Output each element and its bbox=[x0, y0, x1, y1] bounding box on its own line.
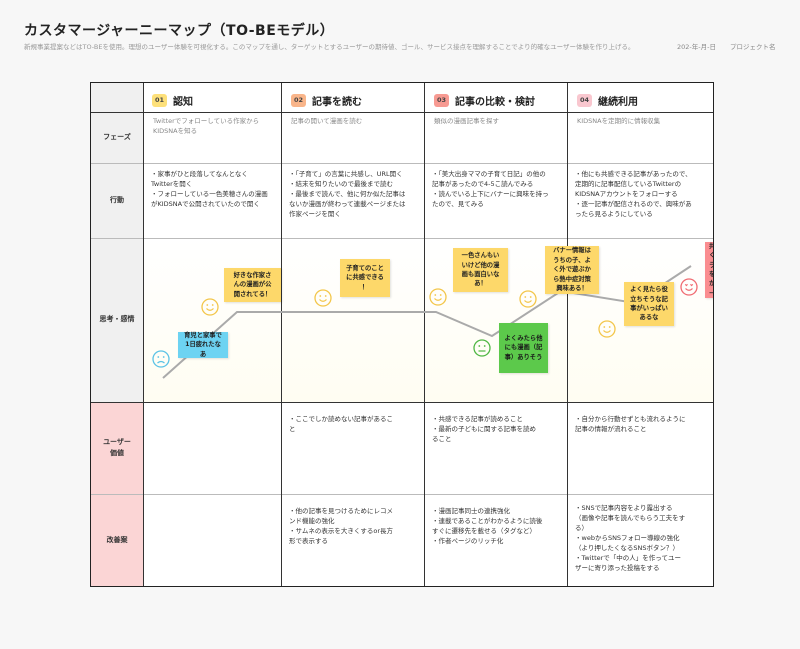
divider-line bbox=[91, 163, 713, 164]
emotion-note: 一色さんもい いけど他の漫 画も面白いな あ！ bbox=[453, 248, 508, 292]
phase-description: 類似の漫画記事を探す bbox=[434, 117, 499, 125]
page-title: カスタマージャーニーマップ（TO-BEモデル） bbox=[24, 23, 335, 39]
phase-description: 記事の開いて漫画を読む bbox=[291, 117, 363, 125]
phase-header-3: 03 記事の比較・検討 bbox=[434, 93, 535, 108]
journey-map-board: フェーズ 行動 思考・感情 ユーザー 価値 改善案 01 認知 02 記事を読む… bbox=[90, 82, 714, 587]
emotion-note: バナー情報は うちの子、よ く外で遊ぶか ら熱中症対策 興味ある！ bbox=[545, 246, 599, 294]
phase-number-badge: 03 bbox=[434, 94, 449, 107]
phase-header-1: 01 認知 bbox=[152, 93, 193, 108]
phase-name: 継続利用 bbox=[598, 97, 638, 108]
phase-number-badge: 02 bbox=[291, 94, 306, 107]
row-label-action: 行動 bbox=[91, 163, 143, 238]
value-cell: ・共感できる記事が読めること・最新の子どもに関する記事を読めること bbox=[432, 415, 536, 444]
emotion-area-background bbox=[143, 238, 713, 402]
emotion-note: 子育てのこと に共感できる ！ bbox=[340, 259, 390, 297]
heart-eyes-face-icon bbox=[680, 278, 698, 296]
divider-line bbox=[91, 494, 713, 495]
row-label-phase: フェーズ bbox=[91, 113, 143, 163]
column-divider bbox=[143, 83, 145, 586]
phase-description: KIDSNAを定期的に情報収集 bbox=[577, 117, 661, 125]
project-name-label: プロジェクト名 bbox=[730, 43, 776, 51]
improvement-cell: ・漫画記事同士の連携強化・連載であることがわかるように読後すぐに遷移先を載せる（… bbox=[432, 507, 543, 546]
action-cell: ・「子育て」の言葉に共感し、URL開く・結末を知りたいので最後まで読む・最後まで… bbox=[289, 170, 406, 219]
phase-name: 記事の比較・検討 bbox=[455, 97, 535, 108]
action-cell: ・「美大出身ママの子育て日記」の他の記事があったので4-5こ読んでみる・読んでい… bbox=[432, 170, 549, 209]
page-subtitle: 新規事業提案などはTO-BEを使用。理想のユーザー体験を可視化する。このマップを… bbox=[24, 43, 635, 51]
smile-face-icon bbox=[429, 288, 447, 306]
phase-number-badge: 01 bbox=[152, 94, 167, 107]
phase-name: 記事を読む bbox=[312, 97, 362, 108]
column-divider bbox=[424, 83, 426, 586]
row-label-emotion: 思考・感情 bbox=[91, 238, 143, 402]
row-label-value: ユーザー 価値 bbox=[91, 402, 143, 494]
smile-face-icon bbox=[519, 290, 537, 308]
improvement-cell: ・他の記事を見つけるためにレコメンド機能の強化・サムネの表示を大きくするor長方… bbox=[289, 507, 394, 546]
column-divider bbox=[281, 83, 283, 586]
phase-name: 認知 bbox=[173, 97, 193, 108]
column-divider bbox=[567, 83, 569, 586]
divider-line bbox=[91, 402, 713, 404]
divider-line bbox=[91, 112, 713, 114]
row-label-phase-header bbox=[91, 83, 143, 113]
emotion-note: 共感できる記事がた くさんある！タイム ラインで就業に情報 を得ることができる … bbox=[705, 242, 713, 298]
value-cell: ・ここでしか読めない記事があること bbox=[289, 415, 393, 434]
divider-line bbox=[91, 238, 713, 239]
phase-header-2: 02 記事を読む bbox=[291, 93, 362, 108]
smile-face-icon bbox=[201, 298, 219, 316]
emotion-note: 好きな作家さ んの漫画が公 開されてる！ bbox=[224, 268, 281, 302]
phase-header-4: 04 継続利用 bbox=[577, 93, 638, 108]
emotion-note: 育児と家事で 1日疲れたなあ bbox=[178, 332, 228, 358]
neutral-face-icon bbox=[473, 339, 491, 357]
sad-face-icon bbox=[152, 350, 170, 368]
emotion-note: よくみたら他 にも漫画（記 事）ありそう bbox=[499, 323, 548, 373]
phase-number-badge: 04 bbox=[577, 94, 592, 107]
smile-face-icon bbox=[598, 320, 616, 338]
emotion-note: よく見たら役 立ちそうな記 事がいっぱい あるな bbox=[624, 282, 674, 326]
value-cell: ・自分から行動せずとも流れるように記事の情報が流れること bbox=[575, 415, 686, 434]
smile-face-icon bbox=[314, 289, 332, 307]
improvement-cell: ・SNSで記事内容をより露出する（画像や記事を読んでもらう工夫をする）・webか… bbox=[575, 504, 686, 573]
date-label: 202-年-月-日 bbox=[677, 43, 716, 51]
row-label-improve: 改善案 bbox=[91, 494, 143, 586]
